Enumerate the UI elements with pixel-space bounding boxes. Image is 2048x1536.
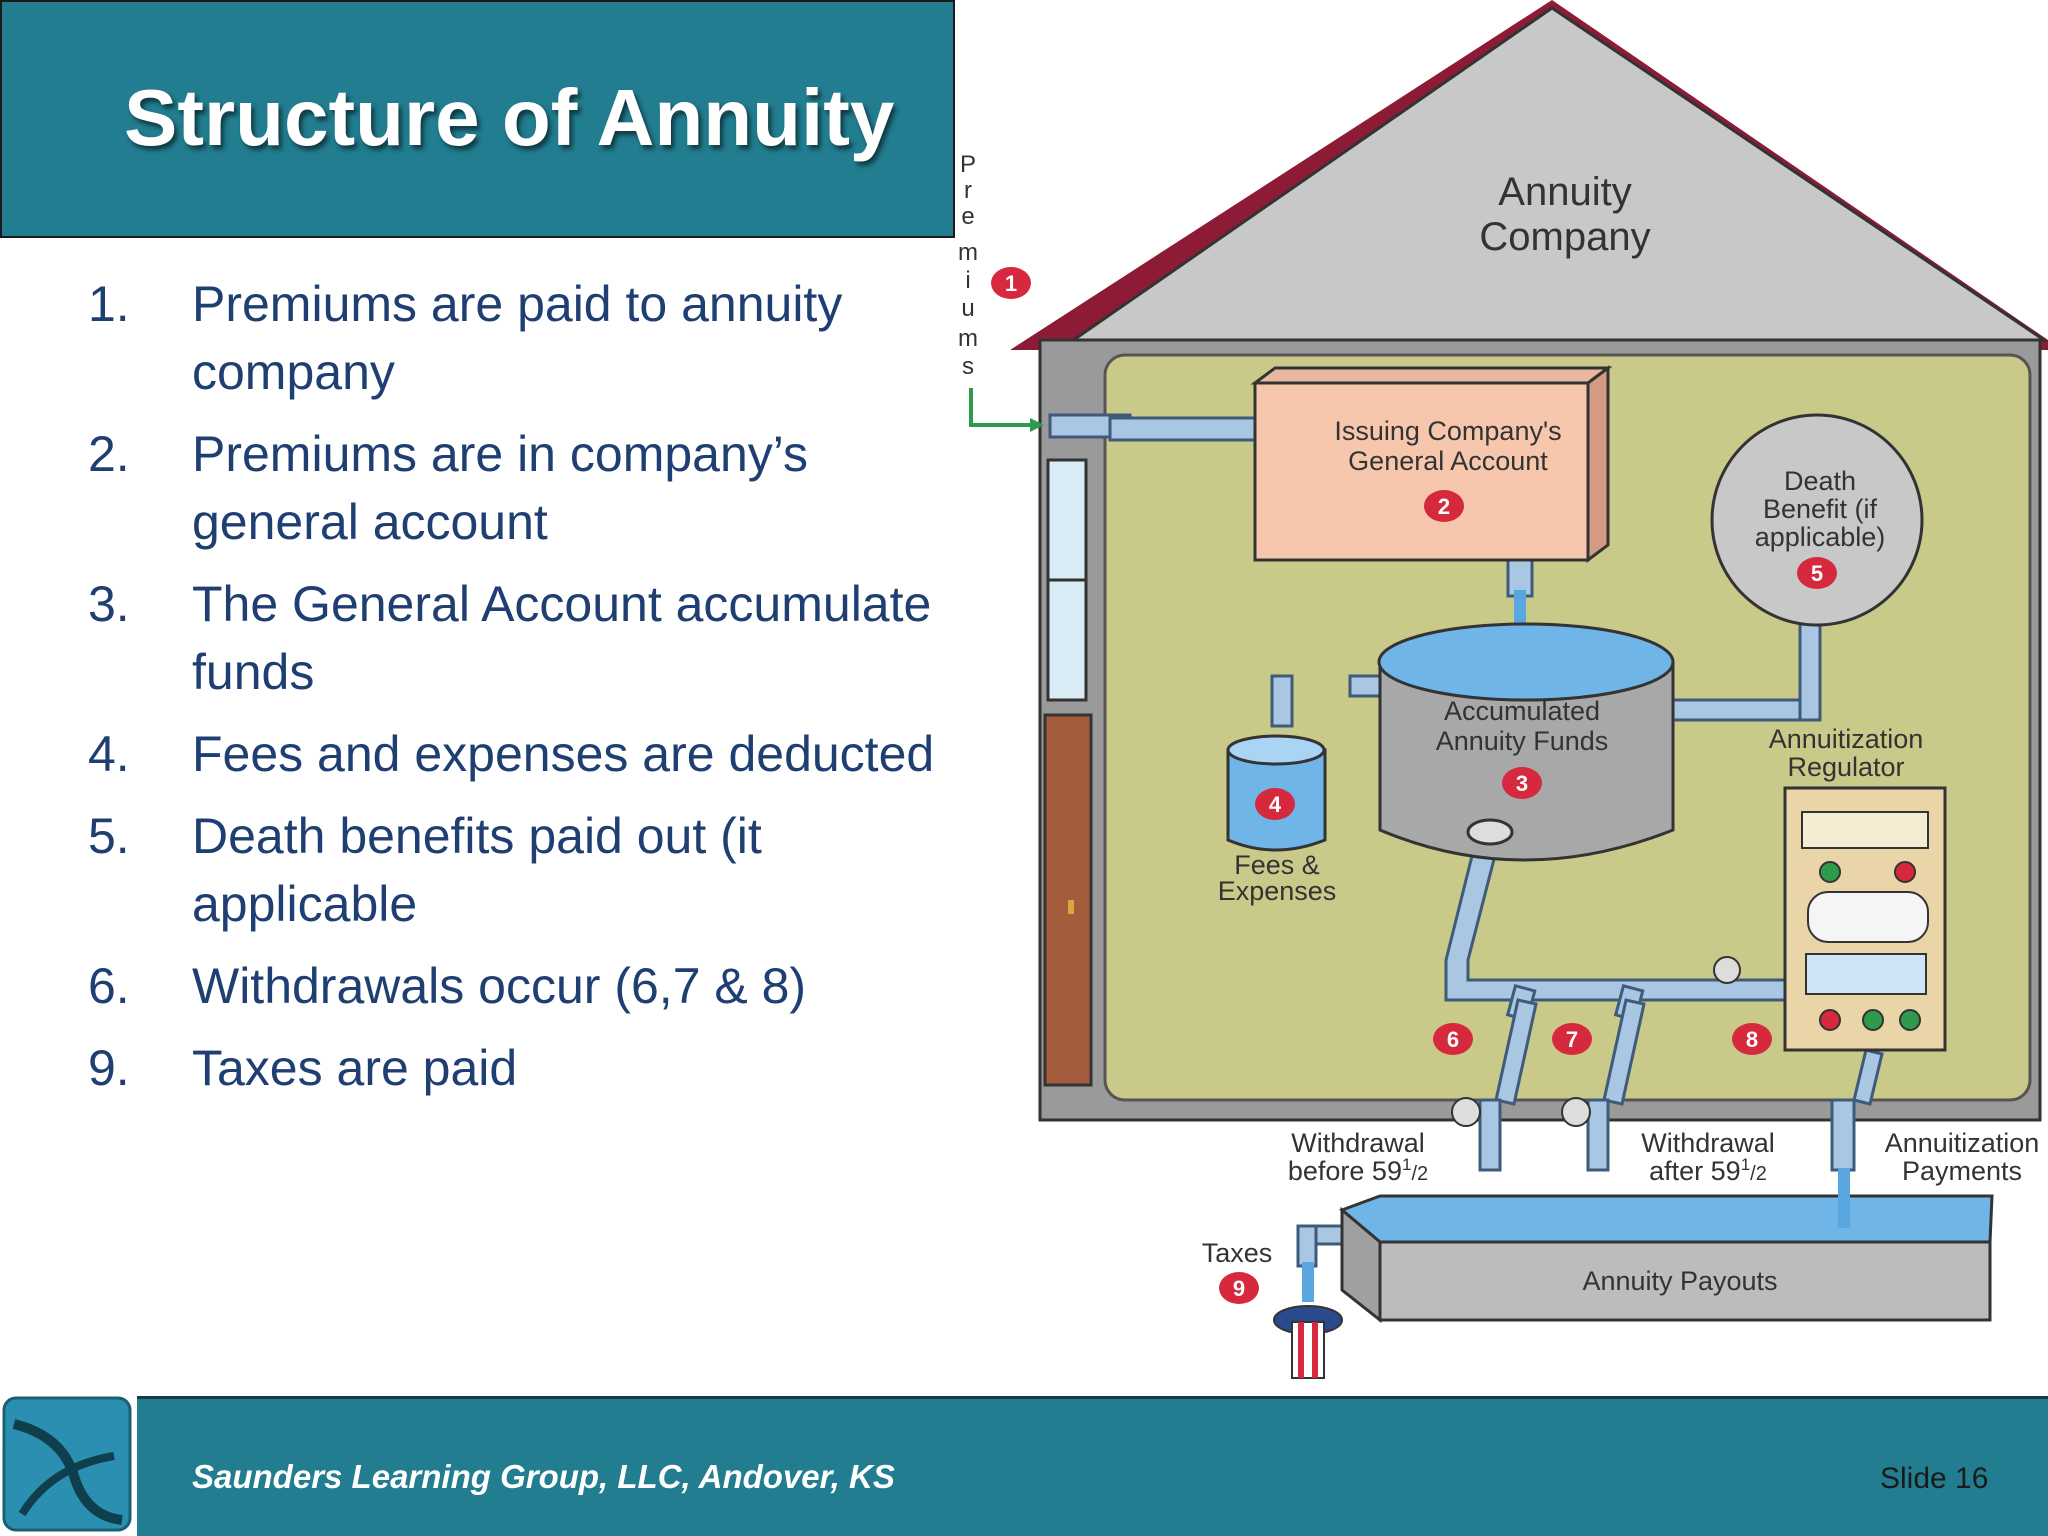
badge-4-label: 4	[1269, 792, 1282, 817]
list-item: 6.Withdrawals occur (6,7 & 8)	[88, 958, 807, 1014]
logo-icon	[2, 1396, 132, 1532]
slide-number: Slide 16	[1880, 1462, 1989, 1495]
regulator-label-2: Regulator	[1787, 752, 1904, 782]
premiums-label-1: r	[964, 177, 972, 204]
list-item: 4.Fees and expenses are deducted	[88, 726, 935, 782]
badge-3	[1502, 767, 1542, 799]
footer: Saunders Learning Group, LLC, Andover, K…	[0, 1396, 2048, 1536]
badge-6	[1433, 1023, 1473, 1055]
general-account-label-1: Issuing Company's	[1334, 416, 1561, 446]
premiums-label-5: u	[961, 295, 974, 322]
withdrawal-before-label-2: before 591/2	[1288, 1155, 1428, 1186]
general-account-box	[1253, 381, 1590, 562]
badge-1-label: 1	[1005, 271, 1017, 296]
premiums-label-3: m	[958, 239, 978, 266]
badge-5-label: 5	[1811, 561, 1823, 586]
premiums-label-7: s	[962, 353, 974, 380]
badge-5	[1797, 557, 1837, 589]
house-label-1: Annuity	[1498, 170, 1631, 214]
withdrawal-after-label-2: after 591/2	[1649, 1155, 1767, 1186]
annuity-house-diagram: P r e m i u m s Issuing Company's Genera…	[958, 0, 2048, 1379]
accumulated-label-2: Annuity Funds	[1436, 726, 1609, 756]
payouts-label: Annuity Payouts	[1582, 1266, 1777, 1296]
badge-9-label: 9	[1233, 1276, 1245, 1301]
death-benefit-circle	[1710, 413, 1924, 627]
premiums-label-6: m	[958, 325, 978, 352]
badge-1	[991, 267, 1031, 299]
death-benefit-label-1: Death	[1784, 466, 1856, 496]
badge-8-label: 8	[1746, 1027, 1758, 1052]
fees-label-2: Expenses	[1218, 876, 1337, 906]
withdrawal-after-label-1: Withdrawal	[1641, 1128, 1775, 1158]
death-benefit-label-3: applicable)	[1755, 522, 1886, 552]
taxes-label: Taxes	[1202, 1238, 1273, 1268]
list-item: 3.The General Account accumulate funds	[88, 576, 932, 700]
badge-2	[1424, 490, 1464, 522]
footer-organization: Saunders Learning Group, LLC, Andover, K…	[192, 1458, 895, 1495]
list-item: 5.Death benefits paid out (it applicable	[88, 808, 762, 932]
badge-2-label: 2	[1438, 494, 1450, 519]
badge-4	[1255, 788, 1295, 820]
list-item: 9.Taxes are paid	[88, 1040, 518, 1096]
premiums-label-4: i	[965, 267, 970, 294]
general-account-label-2: General Account	[1348, 446, 1548, 476]
list-item: 2.Premiums are in company’s general acco…	[88, 426, 808, 550]
death-benefit-label-2: Benefit (if	[1763, 494, 1878, 524]
badge-7	[1552, 1023, 1592, 1055]
fees-label-1: Fees &	[1234, 850, 1320, 880]
regulator-label-1: Annuitization	[1769, 724, 1924, 754]
withdrawal-before-label-1: Withdrawal	[1291, 1128, 1425, 1158]
slide-title: Structure of Annuity	[124, 73, 895, 162]
premiums-label-0: P	[960, 151, 976, 178]
badge-3-label: 3	[1516, 771, 1528, 796]
badge-9	[1219, 1272, 1259, 1304]
annuity-payouts-trough	[1378, 1240, 1992, 1322]
badge-7-label: 7	[1566, 1027, 1578, 1052]
annuitization-payments-label-1: Annuitization	[1885, 1128, 2040, 1158]
premiums-label-2: e	[961, 203, 974, 230]
badge-6-label: 6	[1447, 1027, 1459, 1052]
footer-bar	[137, 1396, 2048, 1536]
house-label-2: Company	[1479, 215, 1650, 259]
accumulated-funds-tank	[1378, 660, 1675, 862]
premiums-arrow	[969, 388, 1030, 427]
annuitization-payments-label-2: Payments	[1902, 1156, 2022, 1186]
title-banner: Structure of Annuity	[0, 0, 955, 238]
list-item: 1.Premiums are paid to annuity company	[88, 276, 843, 400]
accumulated-label-1: Accumulated	[1444, 696, 1600, 726]
badge-8	[1732, 1023, 1772, 1055]
steps-list: 1.Premiums are paid to annuity company 2…	[88, 270, 968, 1116]
